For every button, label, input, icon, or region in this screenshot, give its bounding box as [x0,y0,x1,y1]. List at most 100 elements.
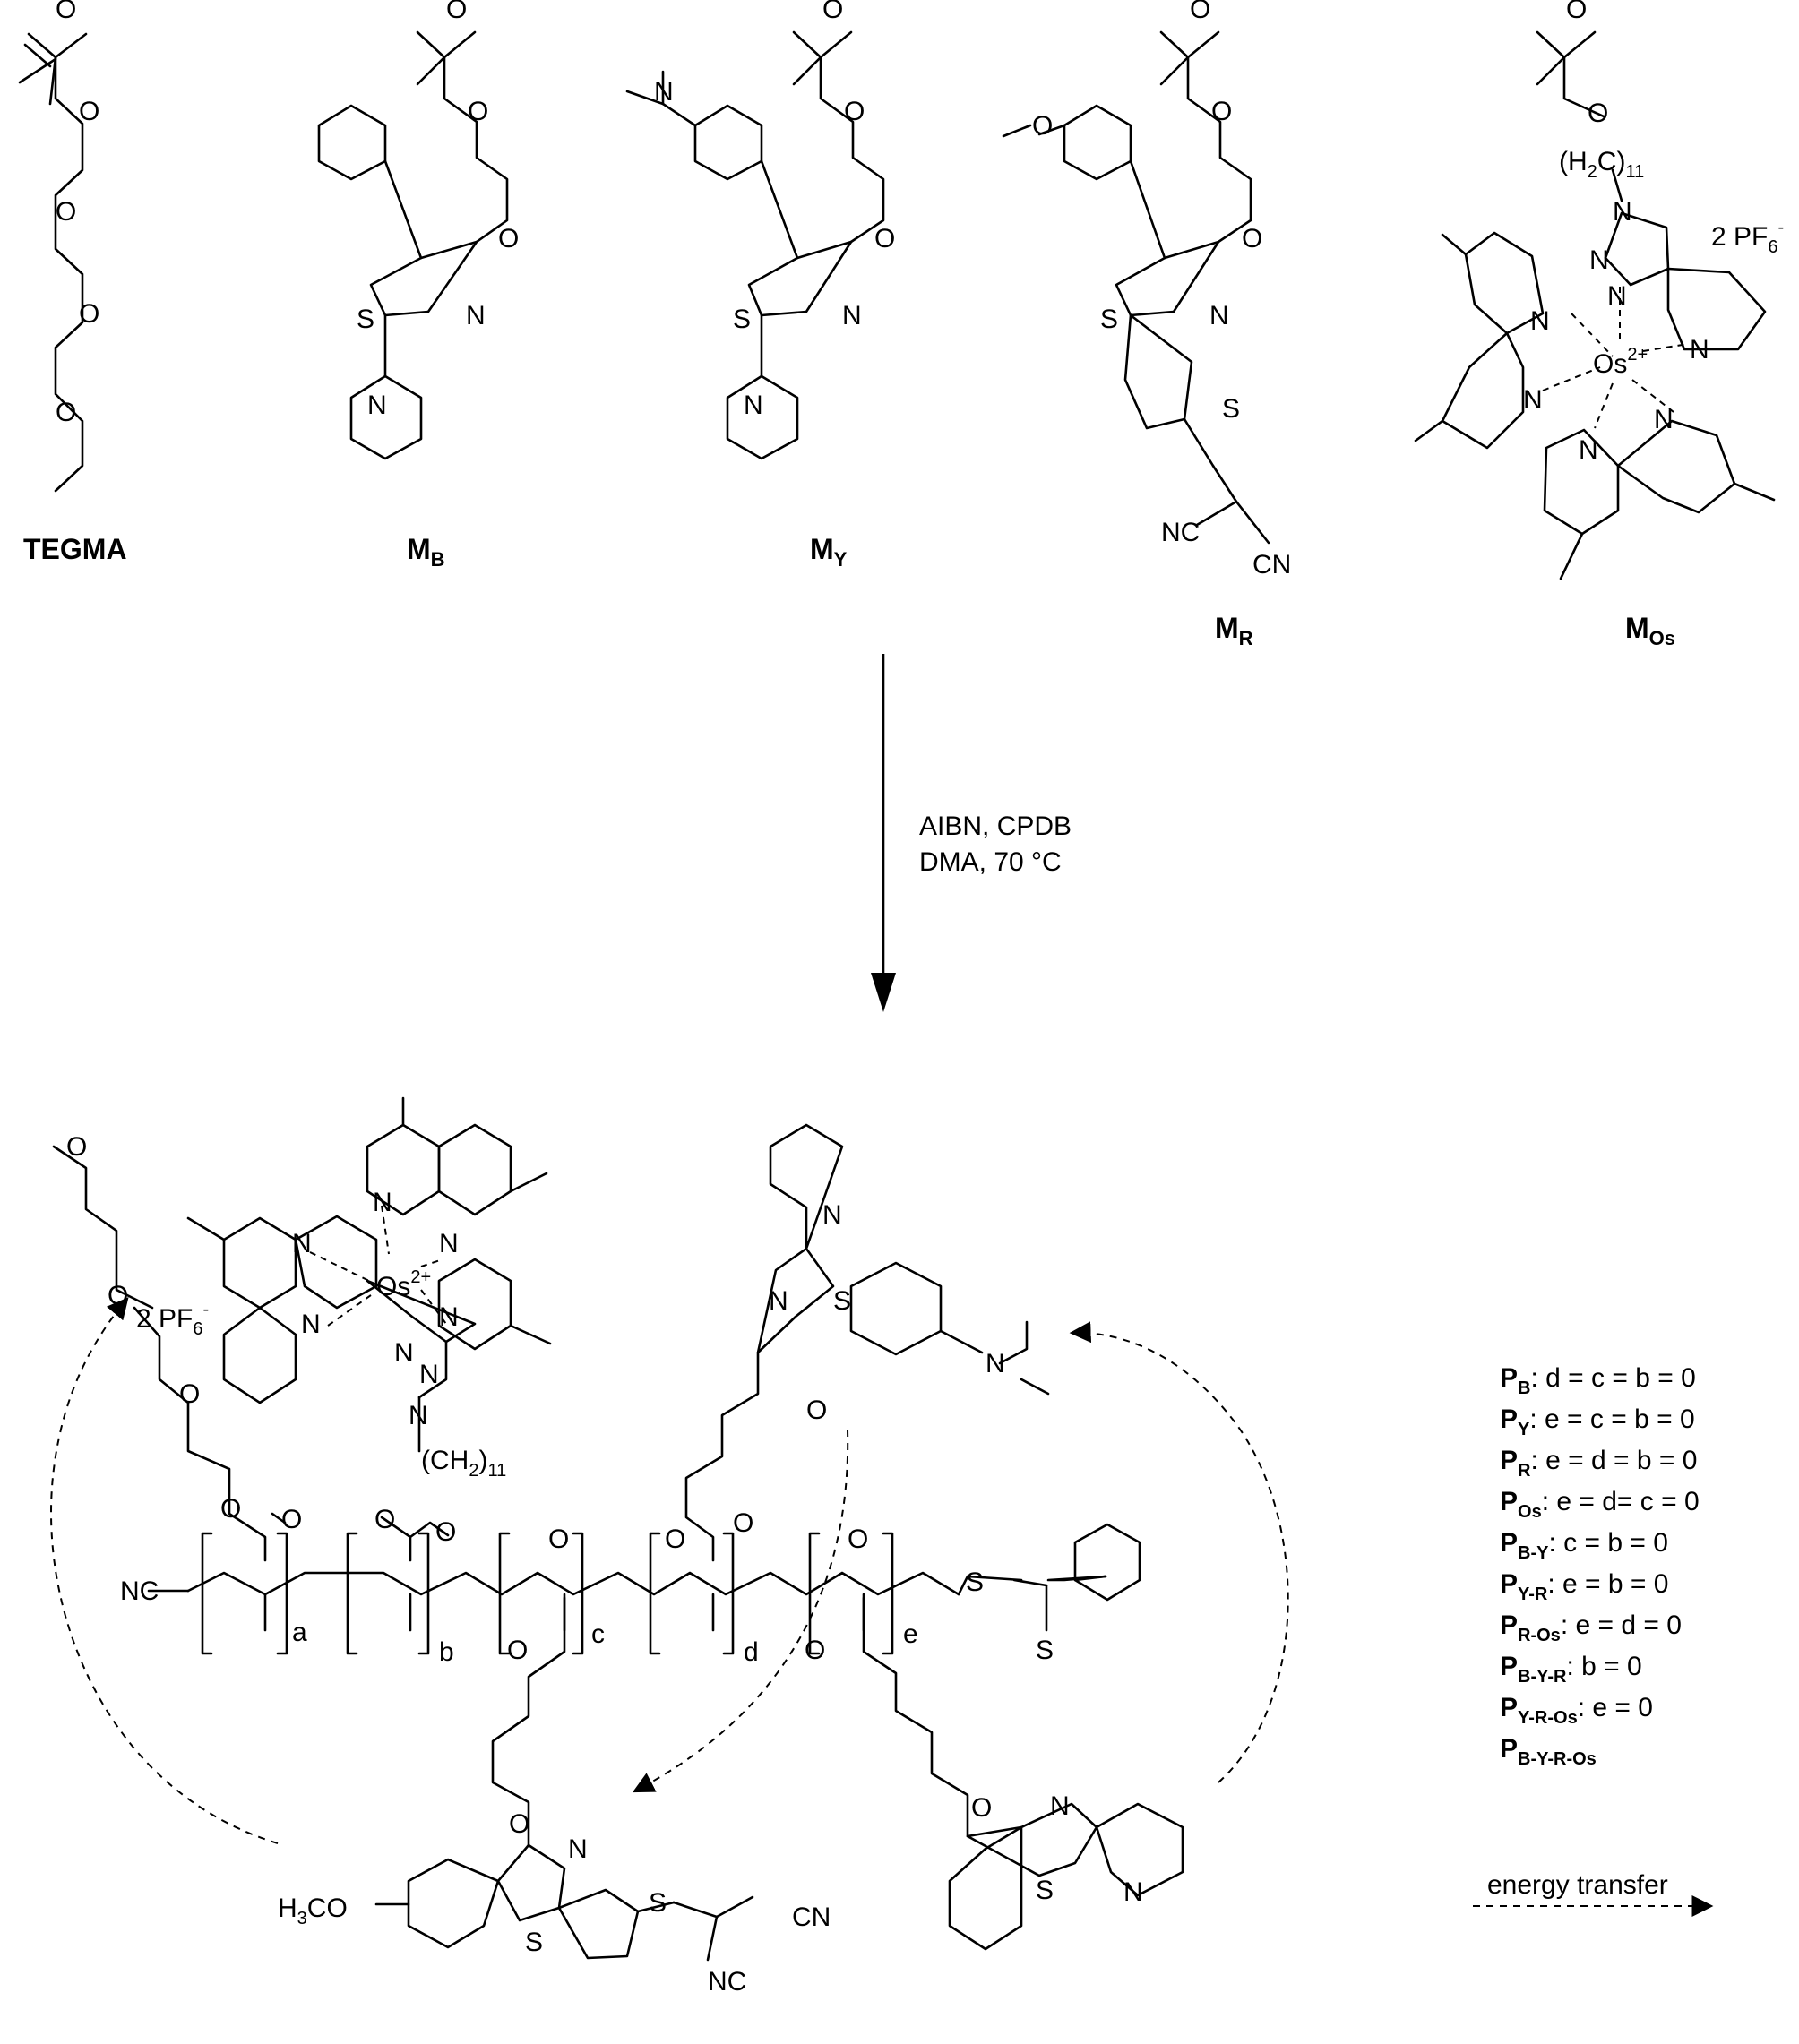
atom-s: S [525,1928,543,1957]
legend-item-pr: PR: e = d = b = 0 [1500,1446,1697,1481]
my-structure [625,30,885,460]
atom-o: O [446,0,467,24]
atom-n: N [1123,1877,1143,1907]
mb-structure [317,30,509,460]
atom-n: N [986,1349,1005,1378]
atom-n: N [419,1360,439,1389]
atom-n: N [439,1229,459,1258]
atom-n: N [1523,385,1543,415]
atom-n: N [842,301,862,331]
counterion-pf6-polymer: 2 PF6- [136,1300,209,1339]
atom-o: O [665,1524,685,1554]
counterion-pf6: 2 PF6- [1711,218,1784,257]
polymer-legend: PB: d = c = b = 0 PY: e = c = b = 0 PR: … [1500,1363,1700,1769]
atom-o: O [56,197,76,227]
atom-n: N [1613,197,1632,227]
legend-item-pb: PB: d = c = b = 0 [1500,1363,1696,1398]
atom-s: S [1222,394,1240,424]
atom-n: N [1607,281,1627,311]
atom-n: N [1530,306,1550,336]
legend-item-pyr: PY-R: e = b = 0 [1500,1569,1668,1604]
atom-n: N [1654,405,1674,434]
atom-o: O [507,1636,528,1665]
atom-o: O [179,1379,200,1409]
reaction-condition-1: AIBN, CPDB [919,812,1072,841]
atom-o: O [281,1505,302,1534]
nitrile-cn-polymer: CN [792,1902,831,1932]
repeat-index-d: d [744,1637,759,1667]
atom-o: O [66,1132,87,1162]
atom-n: N [394,1338,414,1368]
repeat-index-b: b [439,1637,454,1667]
monomer-labels: TEGMA MB MY MR MOs [23,533,1675,649]
atom-n: N [822,1200,842,1230]
mos-structure [1414,30,1776,580]
atom-n: N [292,1229,312,1258]
label-my: MY [810,533,848,571]
mos-spacer-label: (H2C)11 [1559,147,1644,182]
atom-o: O [220,1494,241,1524]
atom-n: N [439,1302,459,1332]
repeat-index-a: a [292,1618,307,1647]
label-mr: MR [1215,612,1253,649]
atom-s: S [649,1888,667,1918]
monomer-atom-labels: O O O O O O O O N S N O O O N S N N O O … [56,0,1784,580]
atom-o: O [108,1281,128,1310]
legend-item-pros: PR-Os: e = d = 0 [1500,1610,1682,1645]
atom-o: O [971,1793,992,1823]
energy-transfer-key: energy transfer [1473,1870,1714,1917]
atom-n: N [1589,245,1609,275]
atom-n: N [367,391,387,420]
atom-n: N [744,391,763,420]
nitrile-nc-end: NC [120,1576,159,1606]
atom-s: S [357,305,374,334]
legend-item-pyros: PY-R-Os: e = 0 [1500,1693,1653,1728]
atom-o: O [79,299,99,329]
atom-s: S [1100,305,1118,334]
nitrile-nc-polymer: NC [708,1967,746,1997]
repeat-index-e: e [903,1619,918,1649]
atom-n: N [1579,435,1598,465]
atom-s: S [833,1286,851,1316]
atom-o: O [1190,0,1210,24]
osmium-center: Os2+ [1593,345,1648,379]
atom-o: O [79,97,99,126]
atom-o: O [844,97,865,126]
atom-s: S [733,305,751,334]
atom-n: N [1209,301,1229,331]
atom-n: N [568,1834,588,1864]
atom-n: N [769,1286,788,1316]
atom-o: O [498,224,519,253]
atom-o: O [509,1809,529,1839]
atom-o: O [874,224,895,253]
atom-o: O [805,1636,825,1665]
methoxy-h3co: H3CO [278,1894,348,1928]
label-tegma: TEGMA [23,533,127,565]
atom-o: O [1588,99,1608,128]
legend-item-pos: POs: e = d= c = 0 [1500,1487,1700,1522]
atom-s: S [1036,1876,1054,1905]
nitrile-nc: NC [1161,518,1200,547]
atom-o: O [468,97,488,126]
atom-n: N [301,1310,321,1339]
atom-n: N [1050,1791,1070,1821]
legend-item-pbyros: PB-Y-R-Os [1500,1734,1597,1769]
atom-o: O [806,1396,827,1425]
legend-item-py: PY: e = c = b = 0 [1500,1404,1695,1439]
os-spacer-label: (CH2)11 [421,1446,506,1481]
atom-o: O [733,1508,753,1538]
atom-o: O [56,0,76,24]
atom-o: O [1211,97,1232,126]
atom-o: O [56,398,76,427]
energy-transfer-arrows [50,1297,1289,1844]
legend-item-pby: PB-Y: c = b = 0 [1500,1528,1668,1563]
polymer-atom-labels: NC a b c d e S S O O O O O O O (CH2)11 N… [66,1132,1143,1997]
legend-item-pbyr: PB-Y-R: b = 0 [1500,1652,1642,1687]
osmium-center-polymer: Os2+ [376,1267,431,1301]
atom-o: O [1242,224,1262,253]
reaction-arrow: AIBN, CPDB DMA, 70 °C [871,654,1072,1012]
atom-o: O [374,1505,395,1534]
atom-n: N [466,301,486,331]
atom-o: O [848,1524,868,1554]
atom-s: S [1036,1636,1054,1665]
